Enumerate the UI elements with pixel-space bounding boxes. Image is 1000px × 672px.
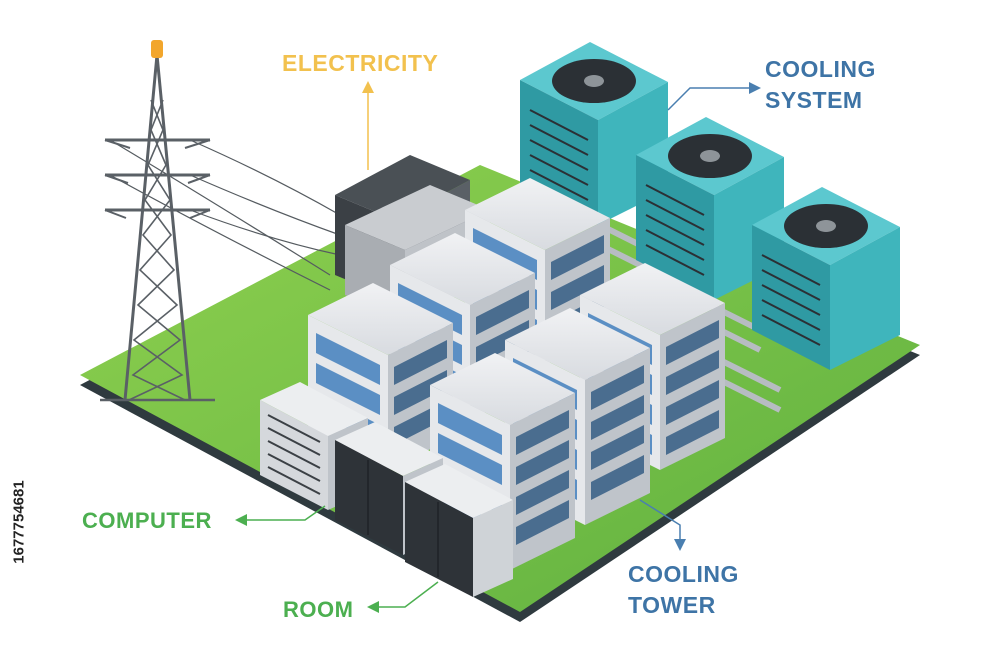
cooling-system-line2: SYSTEM <box>765 87 863 113</box>
cooling-unit <box>752 187 900 370</box>
stock-id-value: 1677754681 <box>10 480 28 564</box>
room-cabinets <box>260 382 513 597</box>
cooling-tower-line1: COOLING <box>628 561 739 587</box>
cooling-tower-label: COOLING TOWER <box>628 559 739 621</box>
cooling-system-label: COOLING SYSTEM <box>765 54 876 116</box>
room-label: ROOM <box>283 597 354 622</box>
power-lines <box>109 139 341 291</box>
electricity-label: ELECTRICITY <box>282 50 439 76</box>
cooling-tower-line2: TOWER <box>628 592 716 618</box>
cooling-system-line1: COOLING <box>765 56 876 82</box>
power-tower-icon <box>100 40 215 402</box>
stock-id-text: 1677754681 <box>9 422 29 622</box>
computer-label: COMPUTER <box>82 508 212 533</box>
connector-arrows <box>235 81 761 613</box>
